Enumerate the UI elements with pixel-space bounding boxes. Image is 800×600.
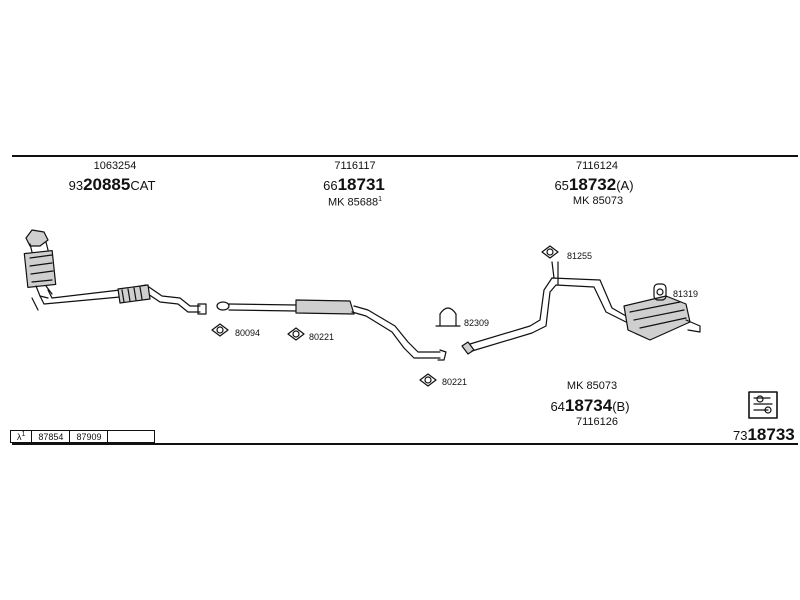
gasket-icons	[211, 245, 559, 387]
kit-box-icon	[748, 391, 778, 419]
middle-pipe-part-number: 6418734(B)	[550, 396, 630, 415]
bottom-rule	[12, 443, 798, 445]
lambda-symbol-cell: λ1	[9, 430, 33, 443]
middle-pipe	[461, 261, 627, 355]
front-pipe	[216, 299, 447, 361]
complete-kit-number: 7318733	[733, 425, 795, 444]
catalyst-oe-number: 1063254	[93, 160, 137, 172]
rear-muffler-oe-number: 7116124	[575, 160, 619, 172]
catalyst-assembly	[23, 229, 207, 315]
top-rule	[12, 155, 798, 157]
lambda-cell-2: 87909	[69, 430, 109, 443]
gasket-2-number: 80221	[309, 332, 335, 342]
middle-pipe-oe-number: 7116126	[575, 416, 619, 428]
rear-muffler-mounting-kit: MK 85073	[572, 195, 624, 207]
clamp-icon	[435, 307, 461, 327]
front-pipe-mounting-kit: MK 856881	[327, 196, 383, 209]
gasket-1-number: 80094	[235, 328, 261, 338]
catalyst-part-number: 9320885CAT	[68, 175, 156, 194]
gasket-3-number: 80221	[442, 377, 468, 387]
hanger-2-number: 81319	[673, 289, 699, 299]
middle-pipe-mounting-kit: MK 85073	[566, 380, 618, 392]
front-pipe-part-number: 6618731	[323, 175, 385, 194]
front-pipe-oe-number: 7116117	[334, 160, 376, 172]
hanger-1-number: 81255	[567, 251, 593, 261]
hanger-icon	[653, 283, 667, 301]
clamp-number: 82309	[464, 318, 490, 328]
rear-muffler-part-number: 6518732(A)	[554, 175, 634, 194]
rear-muffler	[623, 295, 701, 341]
lambda-sensor-table: λ1 87854 87909	[9, 430, 156, 443]
lambda-cell-empty	[107, 430, 156, 443]
